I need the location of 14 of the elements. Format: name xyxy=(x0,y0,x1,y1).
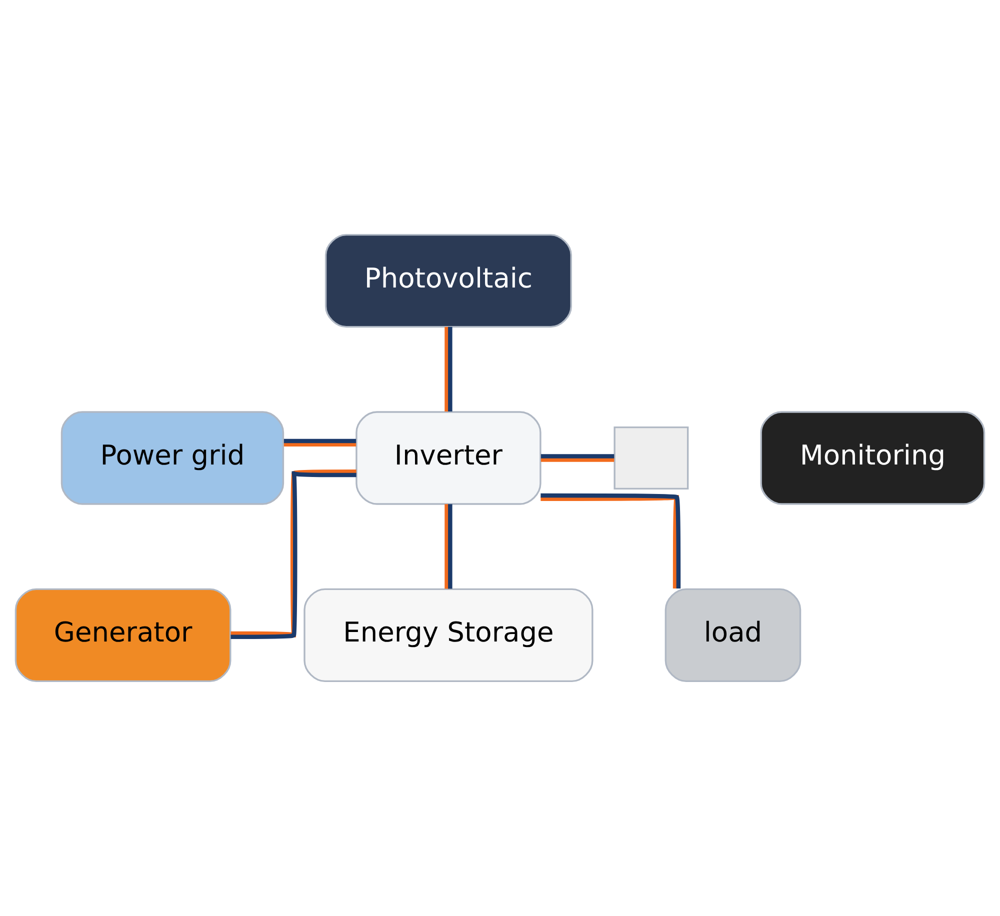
connector xyxy=(540,493,681,588)
connector xyxy=(284,438,356,446)
node-box: Monitoring xyxy=(760,411,986,505)
connector xyxy=(540,454,614,462)
node-box: Energy Storage xyxy=(304,588,594,682)
node-box: load xyxy=(664,588,802,682)
node-box: Inverter xyxy=(356,411,542,505)
connector xyxy=(444,504,452,589)
connector xyxy=(230,470,356,640)
node-box xyxy=(614,426,689,490)
node-box: Photovoltaic xyxy=(324,234,572,328)
node-box: Generator xyxy=(14,588,232,682)
node-box: Power grid xyxy=(60,411,284,505)
connector xyxy=(444,326,452,412)
